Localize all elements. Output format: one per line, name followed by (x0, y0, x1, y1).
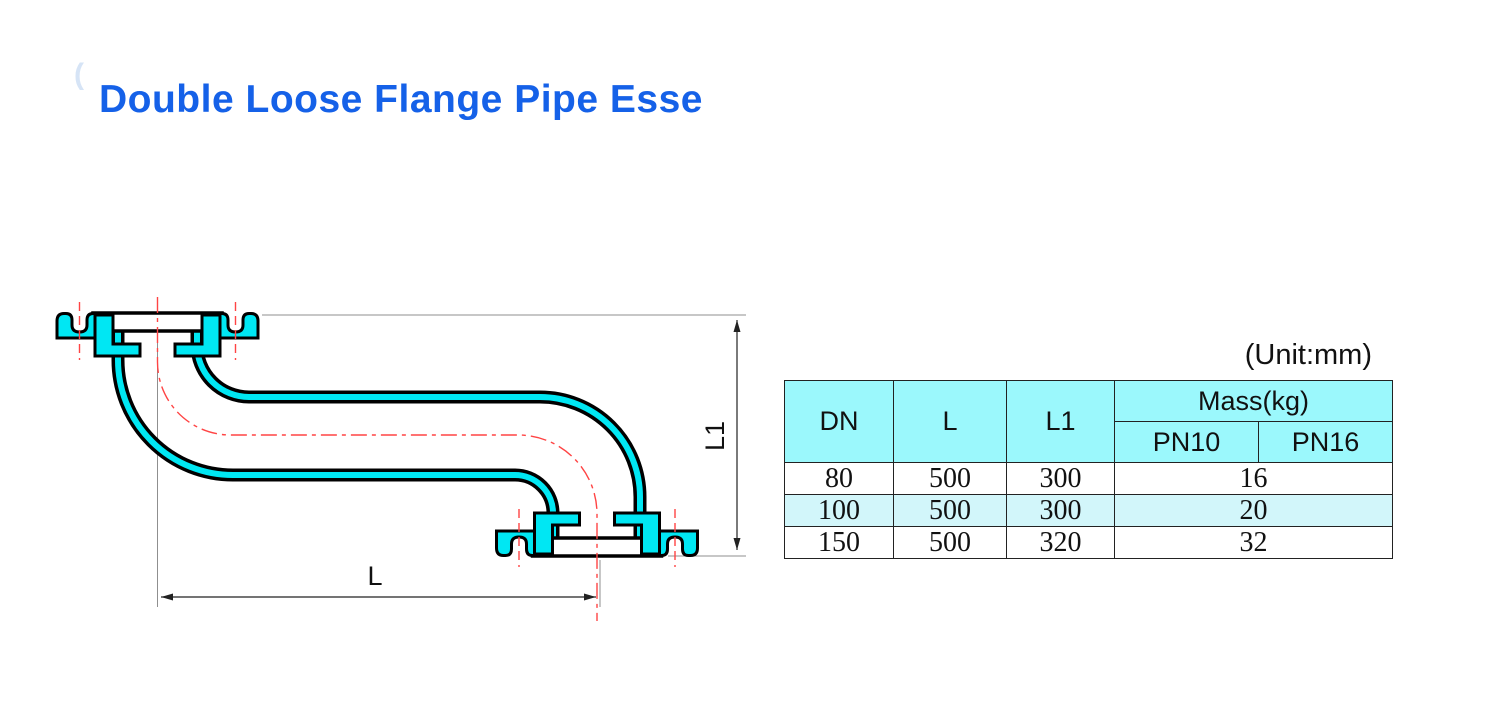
decorative-mark: ( (74, 58, 84, 91)
bottom-flange (495, 511, 699, 558)
cell-l1: 300 (1006, 494, 1115, 527)
cell-dn: 150 (784, 526, 894, 559)
table-row: 100 500 300 20 (784, 494, 1393, 527)
construction-lines (157, 314, 746, 607)
table-row: 150 500 320 32 (784, 526, 1393, 559)
bottom-flange-right-ring (658, 529, 699, 557)
col-header-mass: Mass(kg) (1114, 380, 1393, 422)
page-title: Double Loose Flange Pipe Esse (99, 78, 703, 122)
col-header-pn10: PN10 (1114, 421, 1259, 463)
unit-note: (Unit:mm) (1244, 339, 1372, 371)
top-flange-left-body (93, 313, 142, 358)
bottom-flange-left-body (533, 511, 581, 556)
top-flange-left-ring (55, 312, 97, 340)
bottom-flange-right-body (613, 511, 661, 556)
centerlines (78, 297, 676, 621)
dim-l1-label: L1 (700, 421, 730, 451)
pipe-diagram: L L1 (55, 297, 746, 621)
cell-mass: 32 (1114, 526, 1393, 559)
cell-dn: 100 (784, 494, 894, 527)
cell-l: 500 (893, 526, 1007, 559)
dimension-table: DN L L1 Mass(kg) PN10 PN16 80 500 300 16… (784, 380, 1393, 559)
cell-dn: 80 (784, 462, 894, 495)
col-header-l1: L1 (1006, 380, 1115, 463)
cell-mass: 16 (1114, 462, 1393, 495)
col-header-dn: DN (784, 380, 894, 463)
col-header-pn16: PN16 (1258, 421, 1393, 463)
cell-mass: 20 (1114, 494, 1393, 527)
bottom-flange-left-ring (495, 529, 536, 557)
cell-l1: 320 (1006, 526, 1115, 559)
col-header-l: L (893, 380, 1007, 463)
dim-l-label: L (367, 561, 382, 591)
top-flange-right-body (173, 313, 222, 358)
cell-l: 500 (893, 462, 1007, 495)
cell-l: 500 (893, 494, 1007, 527)
pipe-body (111, 332, 647, 539)
table-row: 80 500 300 16 (784, 462, 1393, 495)
cell-l1: 300 (1006, 462, 1115, 495)
dimension-l: L (161, 561, 596, 601)
top-flange-right-ring (218, 312, 260, 340)
dimension-l1: L1 (700, 320, 741, 550)
